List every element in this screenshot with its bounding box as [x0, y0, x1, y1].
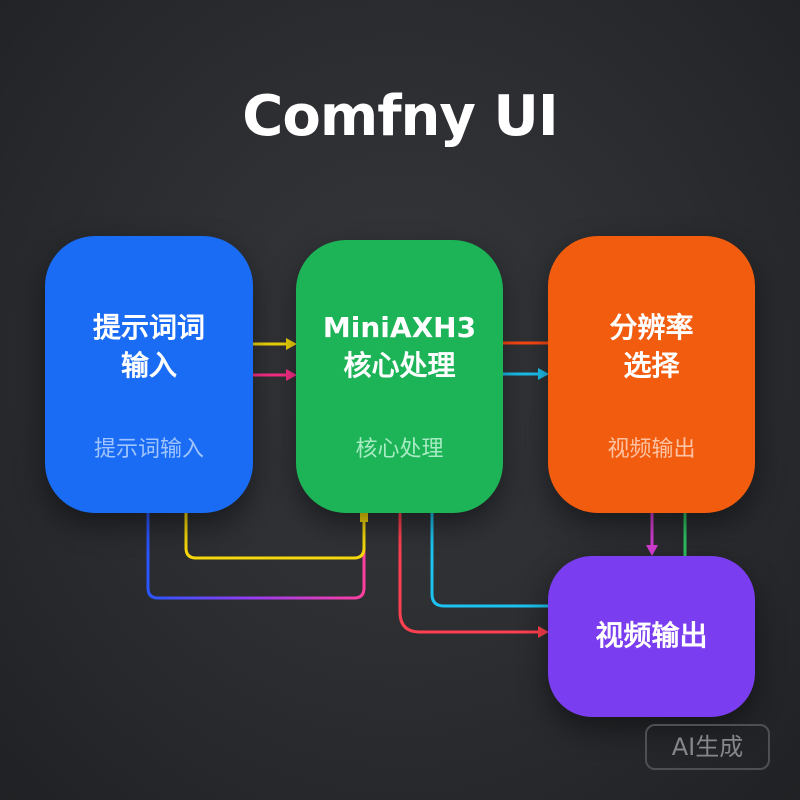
connector-red-core-to-output [398, 513, 539, 634]
node-resolution-select-title: 分辨率 选择 [548, 309, 755, 385]
node-title-line: 选择 [623, 349, 680, 382]
node-core-processing-subtitle: 核心处理 [355, 437, 444, 462]
connector-cyan-core-to-output [430, 513, 548, 608]
node-title-line: 提示词词 [92, 311, 205, 344]
node-prompt-input-title: 提示词词 输入 [45, 309, 253, 385]
connector-gradient-prompt-loop [146, 513, 366, 600]
node-prompt-input-subtitle: 提示词输入 [93, 437, 204, 462]
node-title-line: 分辨率 [609, 311, 694, 344]
node-prompt-input[interactable]: 提示词词 输入 提示词输入 [45, 236, 253, 513]
node-video-output[interactable]: 视频输出 [548, 556, 755, 717]
arrowhead-cyan [538, 368, 549, 380]
node-title-line: 输入 [120, 349, 177, 382]
node-core-processing-title: MiniAXH3 核心处理 [296, 309, 503, 385]
node-video-output-title: 视频输出 [548, 617, 755, 655]
diagram-title: Comfny UI [242, 84, 558, 149]
ai-generated-badge: AI生成 [645, 724, 770, 770]
node-resolution-select[interactable]: 分辨率 选择 视频输出 [548, 236, 755, 513]
arrowhead-pink [286, 369, 297, 381]
arrowhead-yellow [286, 338, 297, 350]
connector-port-yellow [360, 513, 368, 522]
arrowhead-red [538, 626, 549, 638]
arrowhead-magenta [646, 545, 658, 556]
node-resolution-select-subtitle: 视频输出 [607, 437, 696, 462]
node-title-line: 视频输出 [595, 619, 708, 652]
node-title-line: 核心处理 [343, 349, 456, 382]
node-title-line: MiniAXH3 [322, 311, 477, 344]
connector-yellow-prompt-loop [184, 513, 366, 560]
node-core-processing[interactable]: MiniAXH3 核心处理 核心处理 [296, 240, 503, 513]
